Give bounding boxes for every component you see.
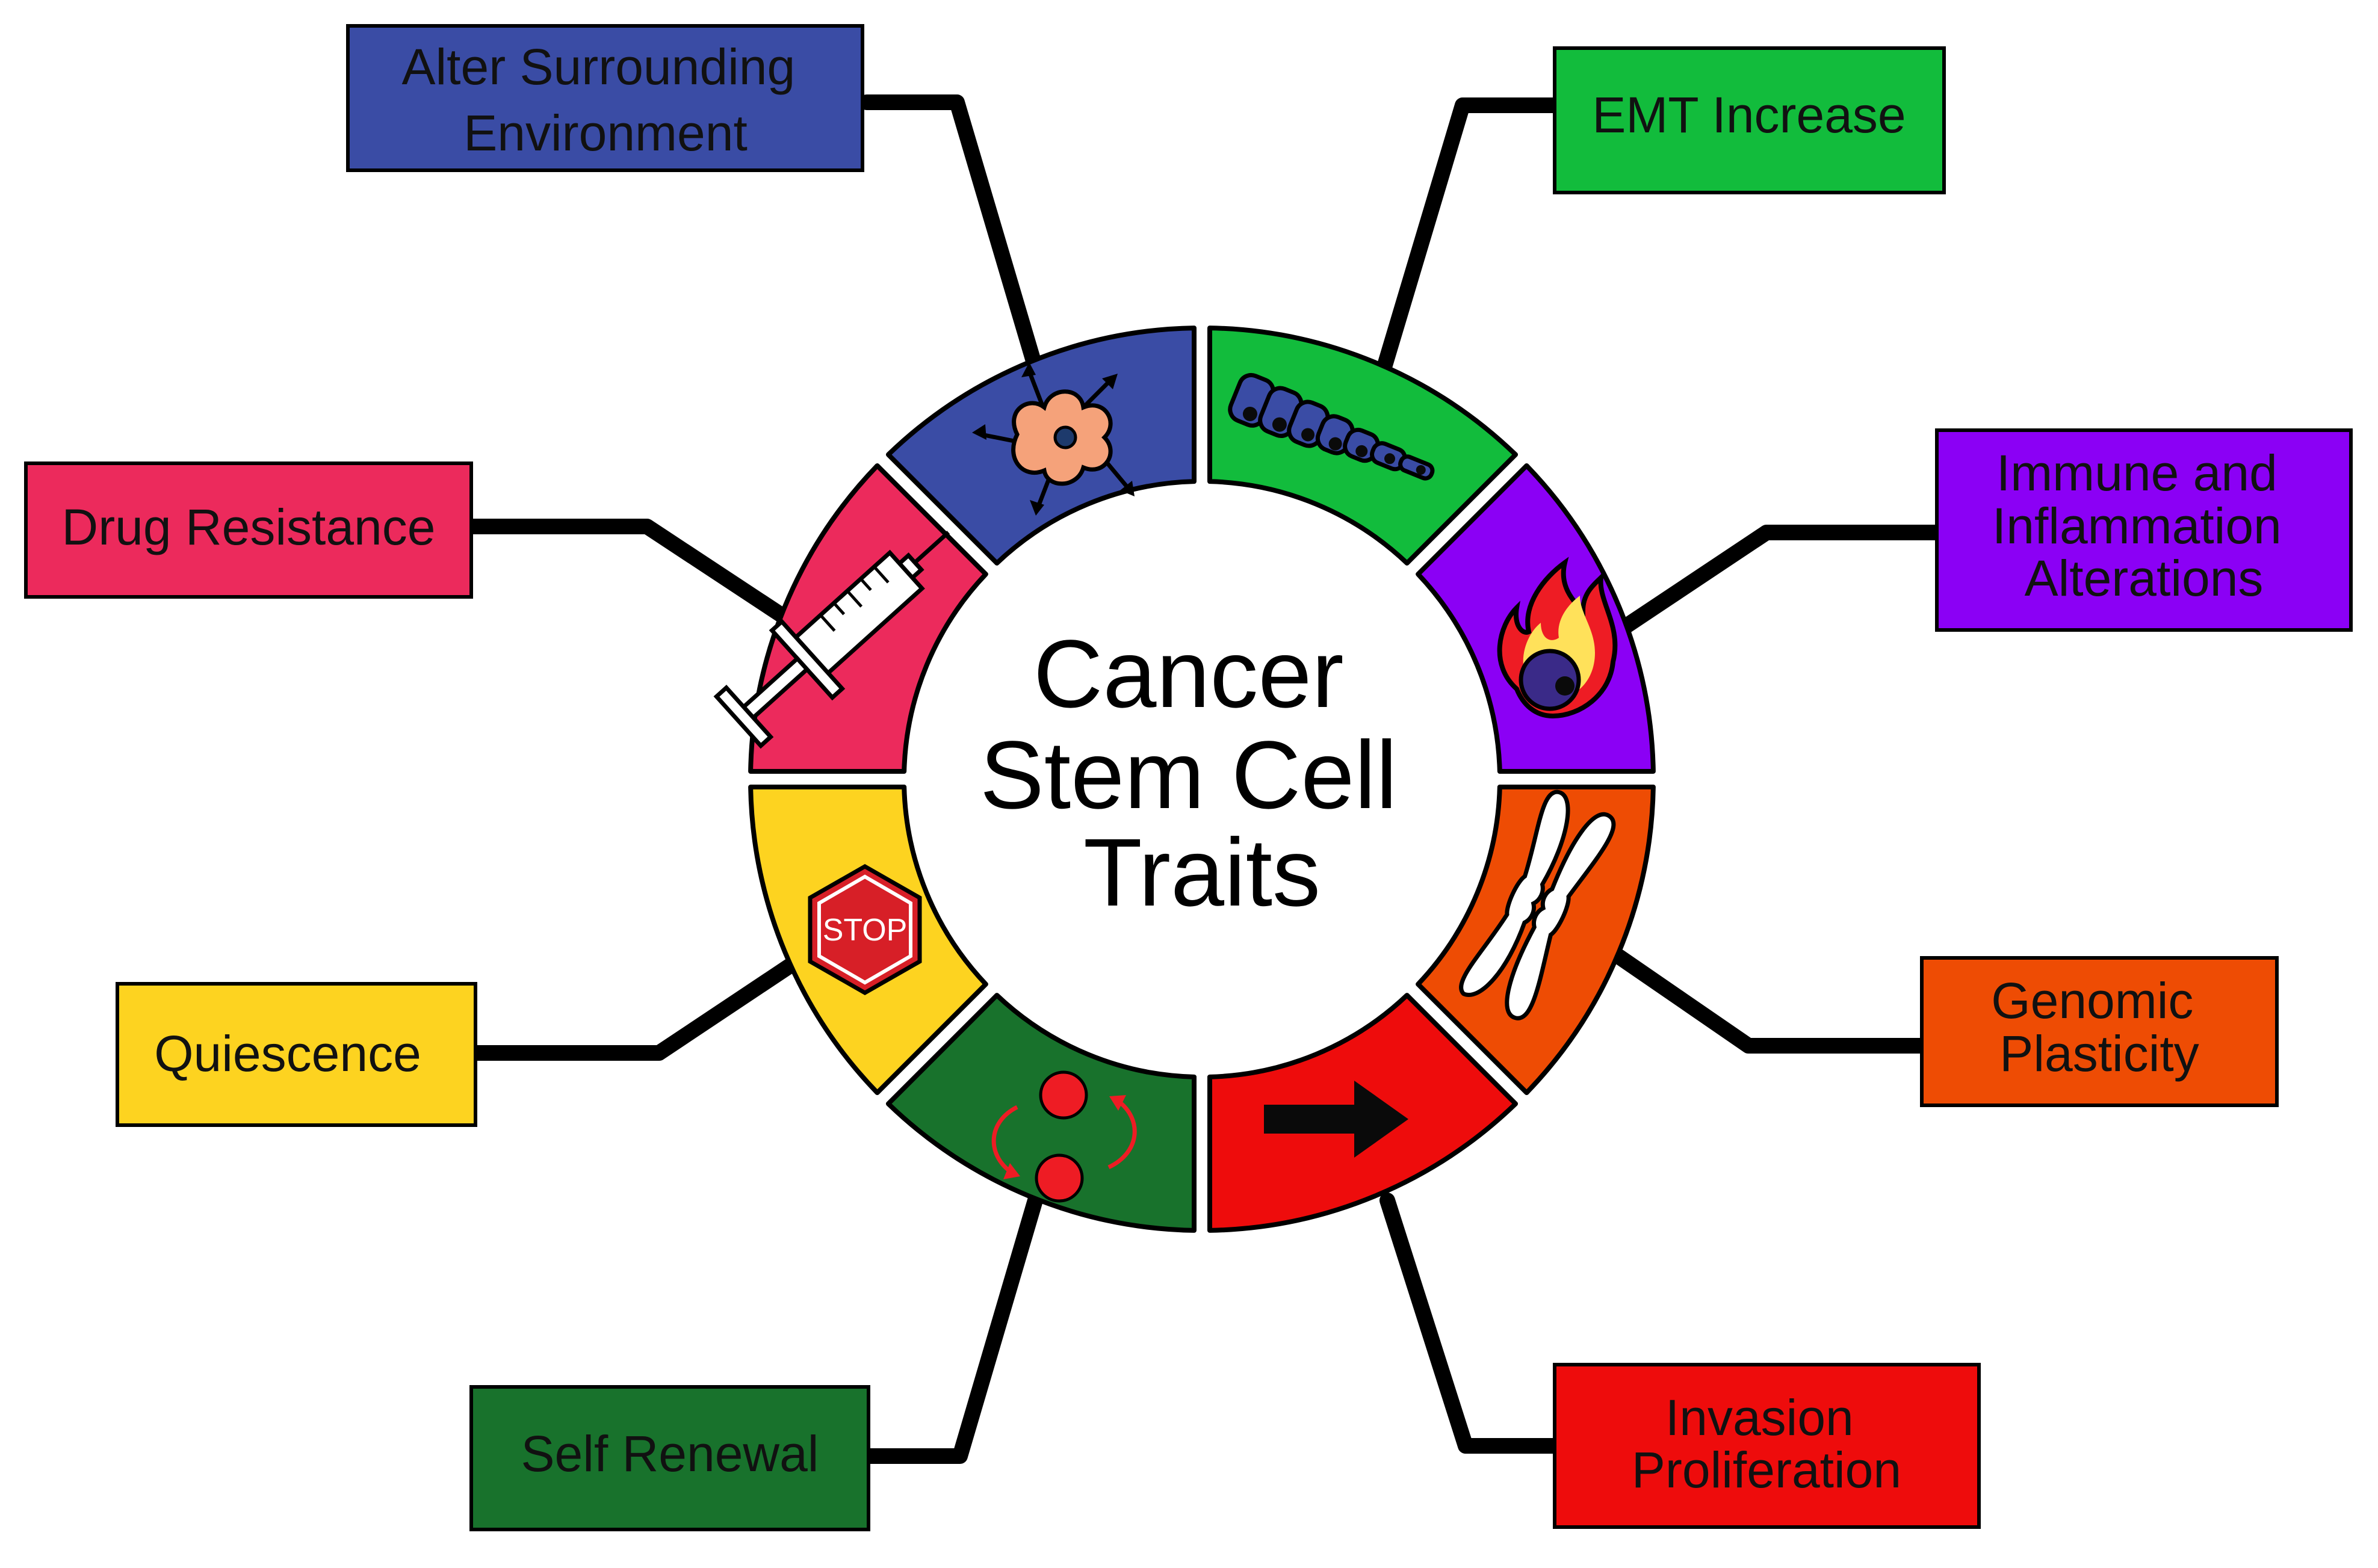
connector-alter	[859, 94, 1043, 375]
trait-label-line: Invasion	[1665, 1389, 1854, 1446]
center-title: Cancer Stem Cell Traits	[980, 620, 1424, 926]
connector-quiescence	[468, 955, 802, 1061]
cell-with-arrows-icon	[972, 362, 1135, 516]
syringe-icon	[713, 531, 950, 749]
connector-genomic	[1611, 949, 1931, 1054]
trait-box-emt: EMT Increase	[1553, 46, 1946, 194]
svg-text:EMT Increase: EMT Increase	[1592, 87, 1906, 143]
connectors	[465, 94, 1949, 1464]
trait-label-line: Drug Resistance	[62, 499, 436, 555]
center-title-line: Stem Cell	[980, 721, 1398, 829]
connector-emt	[1376, 97, 1561, 375]
inflamed-cell-icon	[1497, 557, 1618, 719]
connector-drug	[465, 519, 796, 628]
stop-sign-icon: STOP	[808, 863, 922, 996]
trait-box-quiescence: Quiescence	[116, 982, 477, 1127]
arrow-icon	[1264, 1081, 1408, 1158]
trait-label-line: Self Renewal	[521, 1425, 819, 1482]
trait-box-drug: Drug Resistance	[24, 461, 473, 599]
connector-invasion	[1379, 1193, 1564, 1454]
svg-text:Immune and Inflammation: Immune and Inflammation Alterations	[1992, 445, 2296, 607]
connector-renewal	[862, 1193, 1043, 1464]
svg-text:Alter Surrounding Enviro: Alter Surrounding Environment	[401, 39, 809, 161]
cell-division-icon	[991, 1070, 1137, 1203]
trait-label-line: Plasticity	[1999, 1025, 2199, 1082]
svg-text:Genomic Plasticity: Genomic Plasticity	[1991, 972, 2207, 1082]
connector-immune	[1614, 525, 1949, 637]
epithelial-cells-icon	[1228, 372, 1435, 481]
trait-box-renewal: Self Renewal	[469, 1385, 870, 1531]
trait-box-immune: Immune and Inflammation Alterations	[1935, 428, 2353, 632]
ring-segment-renewal	[885, 993, 1197, 1233]
trait-label-line: EMT Increase	[1592, 87, 1906, 143]
trait-label-line: Genomic	[1991, 972, 2193, 1029]
trait-label-line: Immune and	[1996, 445, 2277, 501]
center-title-line: Cancer	[1033, 620, 1344, 727]
trait-box-genomic: Genomic Plasticity	[1920, 956, 2279, 1107]
trait-label-line: Quiescence	[154, 1025, 421, 1082]
svg-text:Self Renewal: Self Renewal	[521, 1425, 819, 1482]
center-title-line: Traits	[1083, 818, 1321, 926]
trait-box-invasion: Invasion Proliferation	[1553, 1363, 1981, 1529]
svg-text:Invasion Proliferation: Invasion Proliferation	[1632, 1389, 1901, 1498]
trait-label-line: Inflammation	[1992, 498, 2282, 554]
chromosome-icon	[1459, 789, 1616, 1020]
trait-label-line: Proliferation	[1632, 1442, 1901, 1498]
svg-text:Drug Resistance: Drug Resistance	[62, 499, 436, 555]
trait-label-line: Environment	[463, 105, 748, 161]
trait-label-line: Alterations	[2025, 550, 2264, 607]
stop-sign-label: STOP	[823, 913, 908, 948]
trait-label-line: Alter Surrounding	[401, 39, 795, 95]
svg-text:Quiescence: Quiescence	[154, 1025, 421, 1082]
trait-box-alter: Alter Surrounding Environment	[346, 24, 864, 172]
